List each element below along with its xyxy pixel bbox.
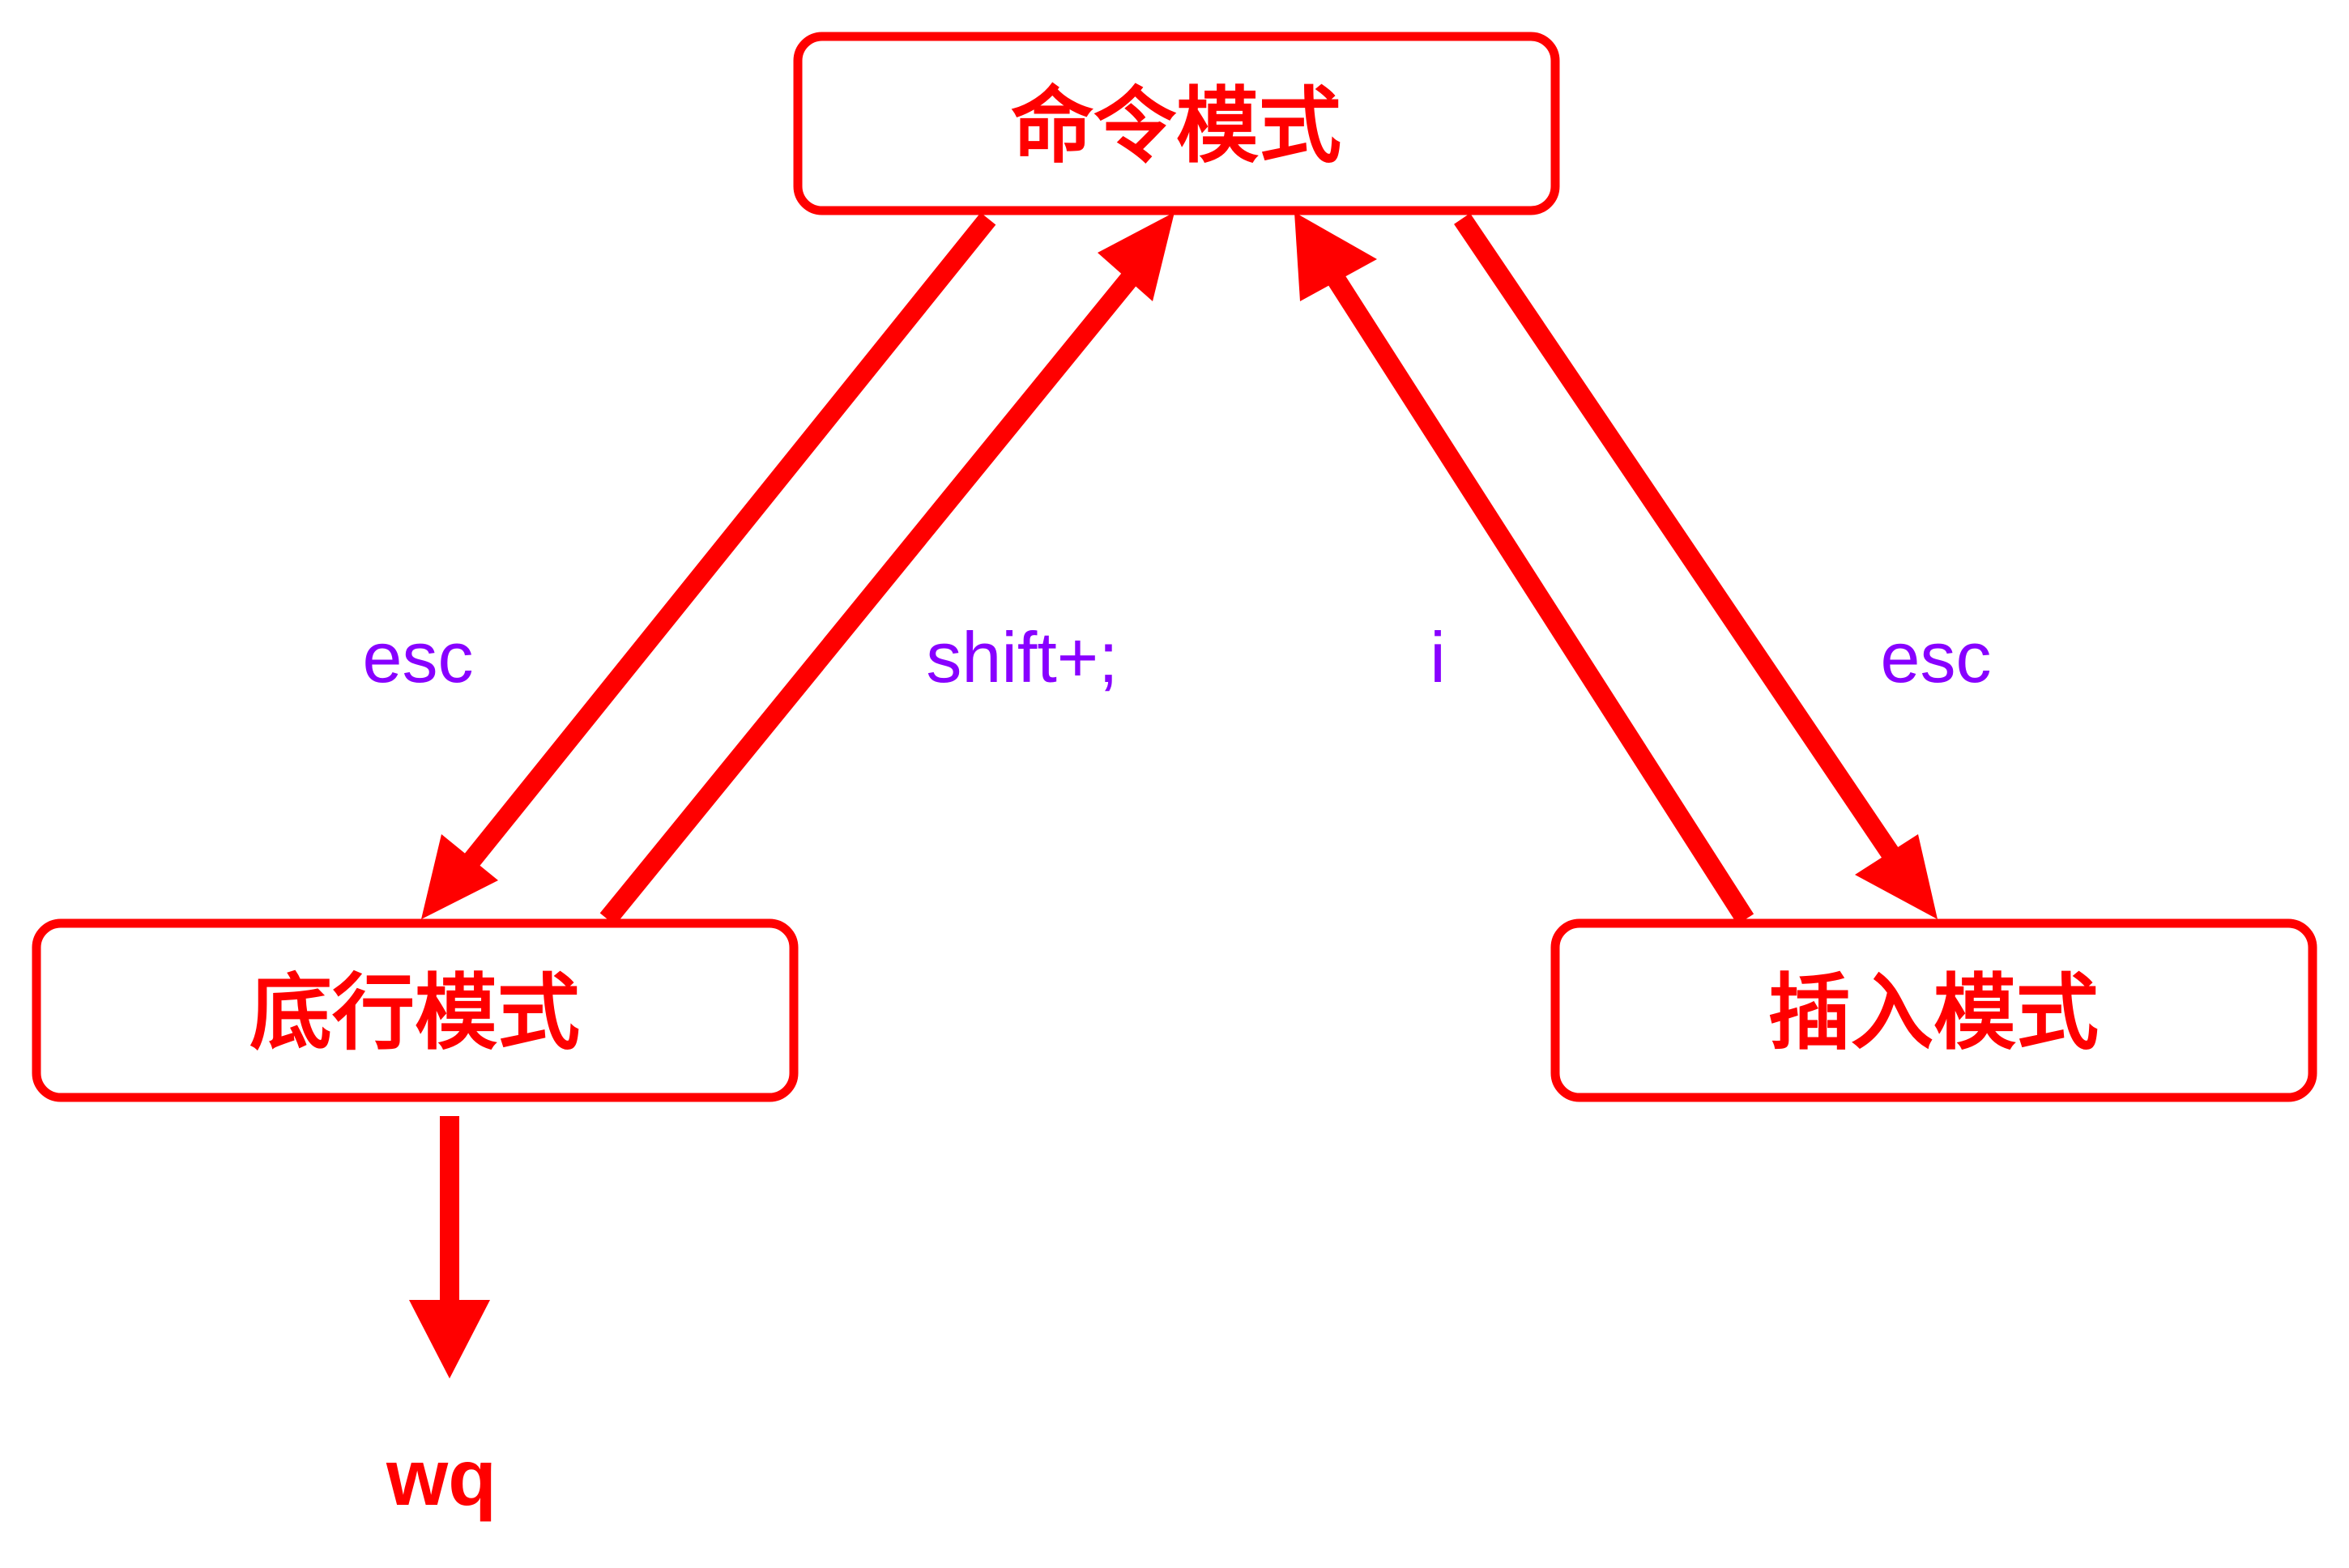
edge-lastline-to-command-line [599, 257, 1150, 926]
edge-command-to-insert [1454, 213, 1938, 919]
edge-lastline-to-result [409, 1116, 490, 1378]
edge-insert-to-command-arrowhead [1294, 212, 1377, 301]
node-insert-mode-box [1550, 918, 2317, 1102]
node-insert-mode: 插入模式 [1550, 918, 2317, 1102]
edge-insert-to-command-line [1319, 262, 1754, 925]
result-wq-label: wq [386, 1433, 497, 1522]
edge-command-to-lastline-label: esc [363, 617, 474, 697]
edge-command-to-insert-arrowhead [1855, 834, 1938, 919]
edge-lastline-to-command-label: shift+; [926, 617, 1118, 697]
edge-insert-to-command [1294, 212, 1754, 925]
edge-lastline-to-result-arrowhead [409, 1300, 490, 1378]
node-command-mode-box [793, 32, 1560, 215]
edge-command-to-insert-line [1454, 213, 1908, 872]
edge-lastline-to-command [599, 212, 1174, 926]
edge-insert-to-command-label: i [1430, 617, 1446, 697]
node-command-mode-label: 命令模式 [1011, 79, 1341, 175]
edge-command-to-lastline-arrowhead [421, 834, 498, 919]
node-command-mode: 命令模式 [793, 32, 1560, 215]
node-insert-mode-label: 插入模式 [1768, 965, 2099, 1062]
edge-command-to-insert-label: esc [1881, 617, 1992, 697]
edge-command-to-lastline [421, 212, 996, 919]
edge-command-to-lastline-line [446, 212, 996, 889]
node-lastline-mode-box [32, 918, 799, 1102]
edge-lastline-to-command-arrowhead [1098, 212, 1174, 301]
node-lastline-mode: 底行模式 [32, 918, 799, 1102]
node-lastline-mode-label: 底行模式 [249, 965, 580, 1062]
